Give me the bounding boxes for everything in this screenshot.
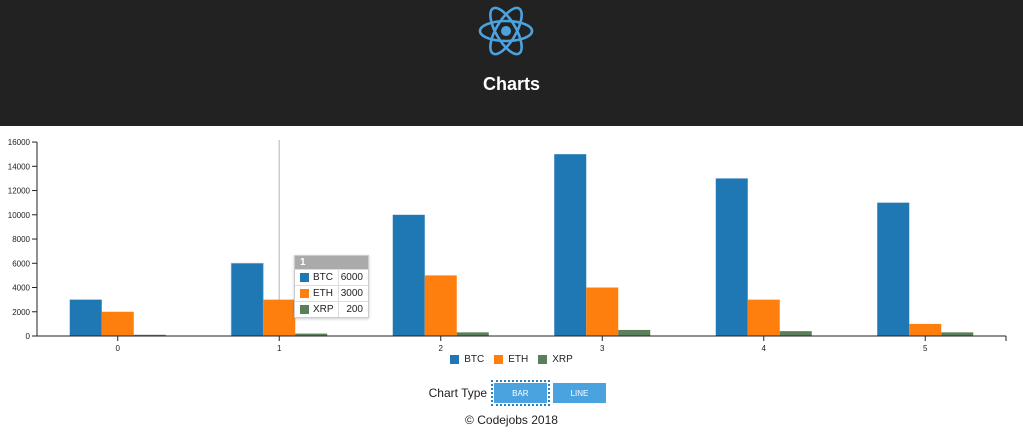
bar-eth-1 xyxy=(263,299,296,336)
bar-chart-button[interactable]: BAR xyxy=(491,380,550,406)
tooltip-value: 3000 xyxy=(340,288,363,299)
bar-btc-5 xyxy=(877,202,910,336)
tooltip-swatch-xrp xyxy=(300,305,309,314)
footer-copyright: © Codejobs 2018 xyxy=(465,413,558,427)
tooltip-value: 200 xyxy=(346,304,363,315)
tooltip-series-name: BTC xyxy=(313,272,333,283)
y-tick-label: 8000 xyxy=(12,235,30,244)
y-tick-label: 14000 xyxy=(8,162,31,171)
legend-swatch-xrp xyxy=(538,355,548,364)
bar-xrp-2 xyxy=(456,332,489,336)
y-tick-label: 16000 xyxy=(8,138,31,147)
legend-item-eth[interactable]: ETH xyxy=(494,354,528,365)
x-tick-label: 5 xyxy=(923,344,928,353)
bar-eth-3 xyxy=(586,287,619,336)
y-tick-label: 6000 xyxy=(12,259,30,268)
x-tick-label: 3 xyxy=(600,344,605,353)
y-tick-label: 2000 xyxy=(12,308,30,317)
bar-btc-2 xyxy=(392,214,425,336)
bar-xrp-0 xyxy=(133,334,166,336)
bar-xrp-5 xyxy=(941,332,974,336)
bar-xrp-4 xyxy=(779,331,812,336)
legend-item-xrp[interactable]: XRP xyxy=(538,354,573,365)
x-tick-label: 0 xyxy=(116,344,121,353)
bar-xrp-1 xyxy=(295,333,328,336)
bar-btc-4 xyxy=(715,178,748,336)
chart-legend: BTC ETH XRP xyxy=(0,354,1023,365)
x-tick-label: 1 xyxy=(277,344,282,353)
react-atom-icon xyxy=(478,6,534,56)
tooltip-value: 6000 xyxy=(340,272,363,283)
tooltip-swatch-eth xyxy=(300,289,309,298)
legend-label: XRP xyxy=(552,354,573,365)
tooltip-row: BTC 6000 xyxy=(295,269,368,285)
bar-btc-0 xyxy=(69,299,102,336)
chart-type-label: Chart Type xyxy=(428,386,488,400)
y-tick-label: 0 xyxy=(26,332,31,341)
app-header: Charts xyxy=(0,0,1023,126)
bar-btc-1 xyxy=(230,262,264,337)
tooltip-series-name: XRP xyxy=(313,304,334,315)
x-tick-label: 4 xyxy=(762,344,767,353)
bar-eth-4 xyxy=(747,299,780,336)
tooltip-series-name: ETH xyxy=(313,288,333,299)
legend-swatch-btc xyxy=(450,355,460,364)
line-chart-button[interactable]: LINE xyxy=(552,383,607,403)
bar-eth-0 xyxy=(101,311,134,336)
legend-label: ETH xyxy=(508,354,529,365)
x-tick-label: 2 xyxy=(439,344,444,353)
bar-eth-2 xyxy=(424,275,457,336)
chart-type-controls: Chart Type BAR LINE xyxy=(0,380,1023,406)
legend-item-btc[interactable]: BTC xyxy=(450,354,484,365)
page-title: Charts xyxy=(482,74,540,94)
y-tick-label: 10000 xyxy=(8,211,31,220)
tooltip-row: ETH 3000 xyxy=(295,285,368,301)
bar-eth-5 xyxy=(909,323,942,336)
tooltip-swatch-btc xyxy=(300,273,309,282)
legend-swatch-eth xyxy=(494,355,504,364)
bar-xrp-3 xyxy=(618,329,651,336)
y-tick-label: 12000 xyxy=(8,187,31,196)
bar-btc-3 xyxy=(554,154,587,336)
y-tick-label: 4000 xyxy=(12,284,30,293)
legend-label: BTC xyxy=(464,354,485,365)
tooltip-row: XRP 200 xyxy=(295,301,368,317)
tooltip-title: 1 xyxy=(295,256,368,269)
chart-tooltip: 1 BTC 6000 ETH 3000 XRP 200 xyxy=(294,255,369,318)
